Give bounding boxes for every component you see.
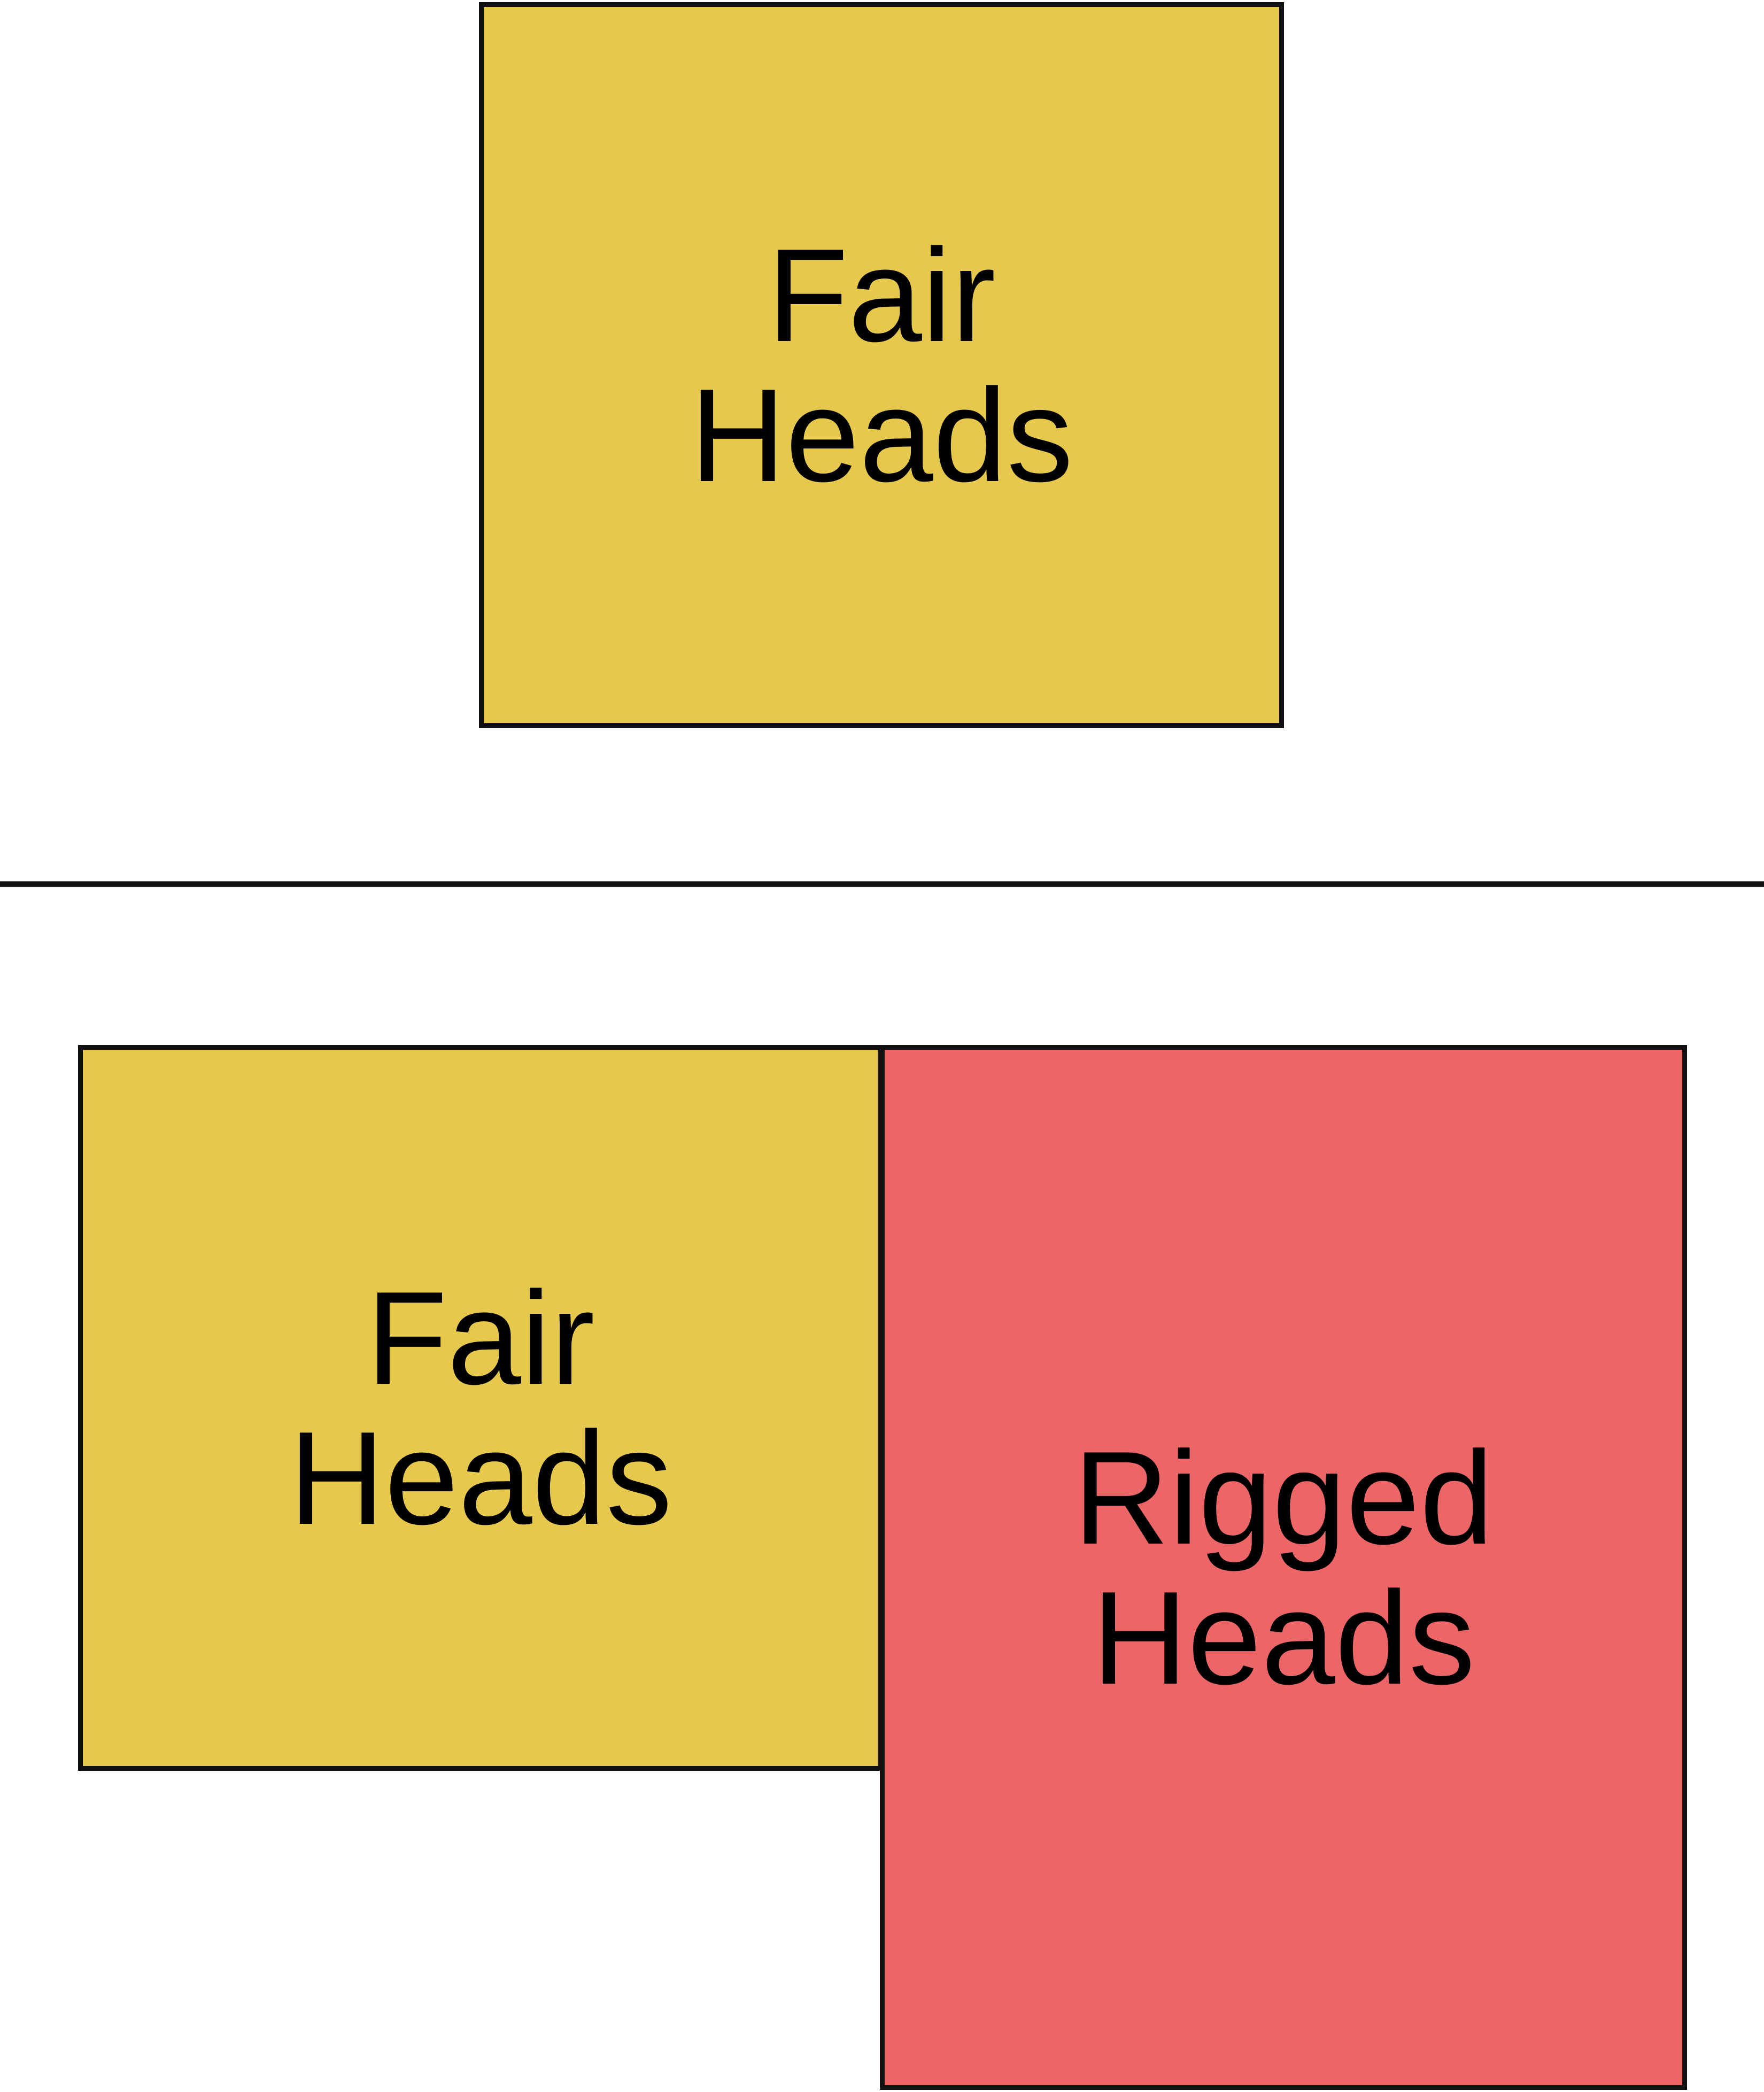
bottom-fair-heads-label: Fair Heads [289, 1268, 672, 1548]
bottom-rigged-heads-label: Rigged Heads [1073, 1428, 1494, 1708]
bottom-fair-heads-box: Fair Heads [78, 1045, 883, 1771]
bottom-fair-heads-label-line2: Heads [289, 1404, 672, 1552]
top-fair-heads-label: Fair Heads [690, 225, 1073, 505]
top-fair-heads-label-line2: Heads [690, 361, 1073, 509]
section-divider [0, 881, 1764, 887]
bottom-rigged-heads-label-line1: Rigged [1073, 1423, 1494, 1572]
bottom-rigged-heads-box: Rigged Heads [880, 1045, 1687, 2090]
top-fair-heads-label-line1: Fair [767, 221, 996, 369]
top-fair-heads-box: Fair Heads [479, 2, 1284, 728]
bottom-fair-heads-label-line1: Fair [366, 1264, 595, 1412]
bottom-rigged-heads-label-line2: Heads [1092, 1563, 1475, 1712]
